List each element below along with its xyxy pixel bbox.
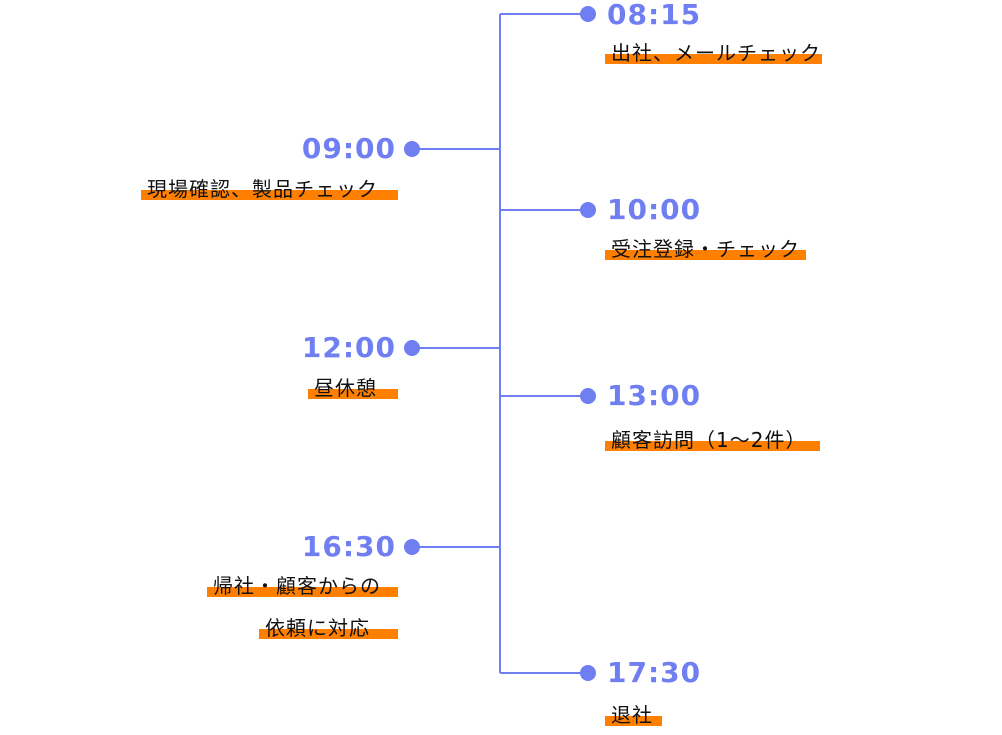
node-0815 [580,6,596,22]
event-time-1730: 17:30 [607,656,702,689]
event-label-0815: 出社、メールチェック [605,42,822,64]
event-label-1300: 顧客訪問（1～2件） [605,429,820,451]
event-time-1300: 13:00 [607,379,702,412]
node-1630 [404,539,420,555]
event-time-0900: 09:00 [301,132,396,165]
node-1200 [404,340,420,356]
event-label-1630-line2: 依頼に対応 [259,617,398,639]
node-0900 [404,141,420,157]
event-time-1630: 16:30 [301,530,396,563]
event-label-0900: 現場確認、製品チェック [141,178,398,200]
event-label-1730: 退社 [605,704,662,726]
event-time-1000: 10:00 [607,193,702,226]
node-1730 [580,665,596,681]
event-label-1630-line1: 帰社・顧客からの [207,575,398,597]
event-label-1000: 受注登録・チェック [605,238,806,260]
event-time-0815: 08:15 [607,0,702,31]
node-1300 [580,388,596,404]
node-1000 [580,202,596,218]
event-label-1200: 昼休憩 [308,377,398,399]
event-time-1200: 12:00 [301,331,396,364]
